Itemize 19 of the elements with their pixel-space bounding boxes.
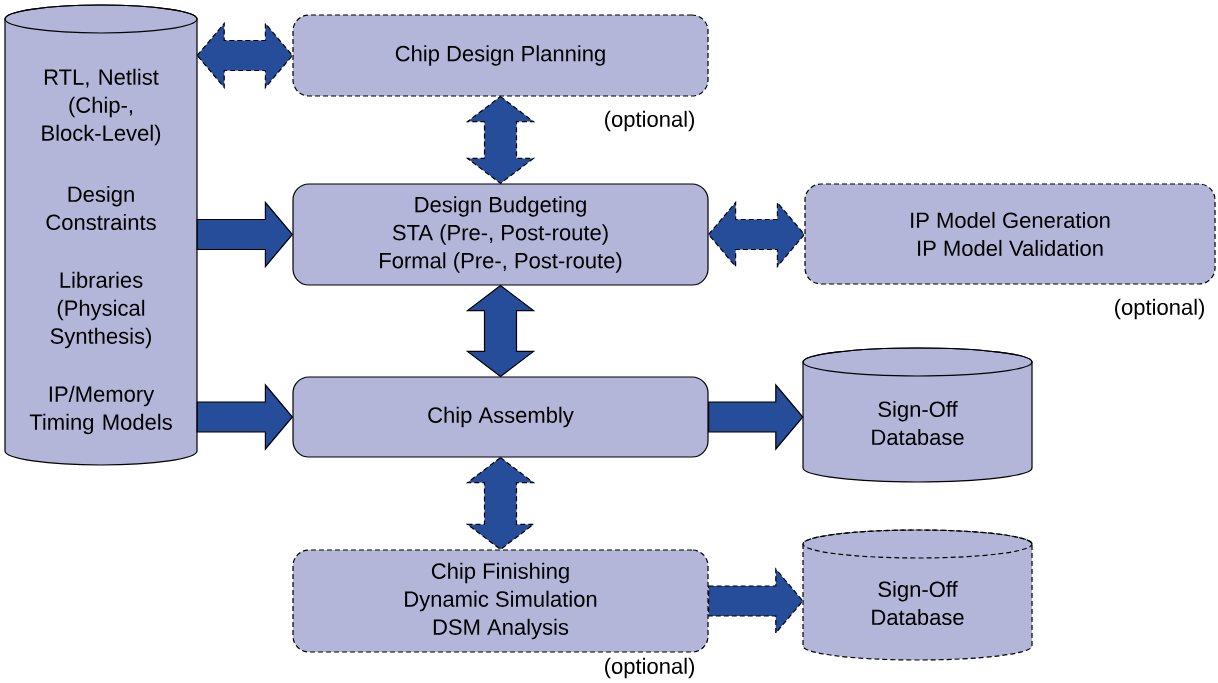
block-arrow <box>196 383 294 451</box>
process-box: Chip Assembly <box>292 376 709 458</box>
note-text: (optional) <box>1115 298 1205 320</box>
node-text: Libraries (Physical Synthesis) <box>50 271 151 349</box>
cylinder: Sign-Off Database <box>802 529 1033 661</box>
process-box: Chip Finishing Dynamic Simulation DSM Analysis <box>292 549 709 653</box>
block-arrow <box>196 200 294 269</box>
block-arrow <box>196 21 294 90</box>
node-text: Design Constraints <box>46 185 156 231</box>
note-text: (optional) <box>605 110 694 132</box>
block-arrow <box>708 383 804 451</box>
process-box: Chip Design Planning <box>292 14 709 97</box>
node-text: IP/Memory Timing Models <box>29 385 172 435</box>
block-arrow <box>708 567 804 635</box>
note-text: (optional) <box>605 657 694 679</box>
cylinder: Sign-Off Database <box>802 347 1033 483</box>
process-box: Design Budgeting STA (Pre-, Post-route) Formal (Pre-, Post-route) <box>292 183 709 286</box>
node-text: RTL, Netlist (Chip-, Block-Level) <box>42 68 161 146</box>
process-box: IP Model Generation IP Model Validation <box>804 183 1216 285</box>
